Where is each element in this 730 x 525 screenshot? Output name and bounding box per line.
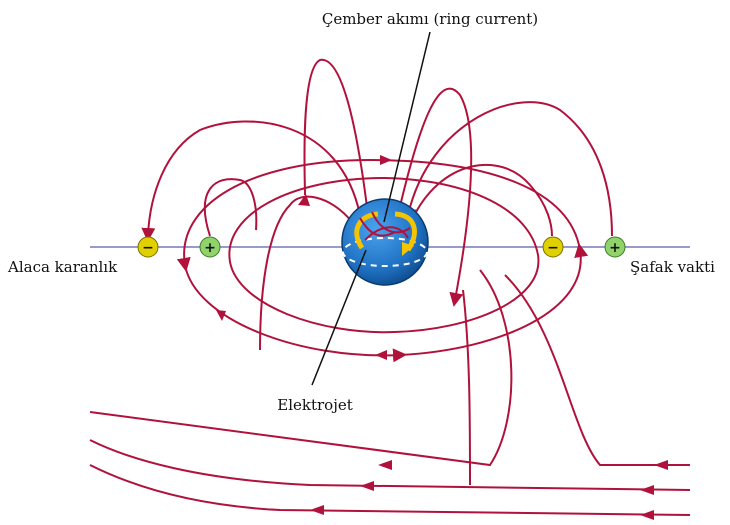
electrojet-label: Elektrojet bbox=[277, 396, 353, 414]
field-line-top-left bbox=[303, 58, 369, 216]
dawn-negative-charge bbox=[542, 236, 564, 258]
field-line-top-right bbox=[397, 87, 473, 307]
dusk-label: Alaca karanlık bbox=[7, 258, 118, 276]
ring-arrow-4 bbox=[216, 310, 226, 321]
ring-arrow-1 bbox=[380, 155, 392, 165]
field-lines bbox=[89, 58, 691, 516]
field-line-outer-right bbox=[402, 101, 613, 237]
ring-current-inner bbox=[228, 177, 540, 334]
tail-line-4 bbox=[89, 464, 691, 516]
dawn-positive-sign: + bbox=[609, 240, 621, 256]
dawn-positive-charge bbox=[604, 236, 626, 258]
dusk-negative-sign: − bbox=[142, 240, 154, 256]
earth-crossing-lines bbox=[359, 211, 411, 241]
charge-markers: − + − + bbox=[137, 236, 626, 258]
ring-arrow-3 bbox=[298, 194, 310, 206]
tail-arrow-3 bbox=[360, 481, 374, 491]
electrojet-pointer bbox=[311, 249, 367, 386]
field-line-left-plus bbox=[203, 178, 258, 237]
dawn-negative-sign: − bbox=[547, 240, 559, 256]
ring-current-pointer bbox=[383, 31, 431, 223]
dawn-label: Şafak vakti bbox=[630, 258, 715, 276]
current-arrowhead-right bbox=[402, 242, 414, 256]
tail-arrow-1 bbox=[378, 460, 392, 470]
tail-arrows bbox=[216, 155, 668, 520]
field-line-outer-left bbox=[141, 120, 361, 242]
tail-line-2 bbox=[504, 274, 690, 466]
tail-arrow-5 bbox=[310, 505, 324, 515]
tail-line-5 bbox=[462, 289, 471, 486]
field-line-inner-right bbox=[411, 163, 553, 237]
tail-line-3 bbox=[89, 439, 691, 491]
ring-arrow-2 bbox=[375, 350, 387, 360]
tail-arrow-2 bbox=[654, 460, 668, 470]
dusk-negative-charge bbox=[137, 236, 159, 258]
ring-current-outer bbox=[176, 159, 589, 363]
ring-current-label: Çember akımı (ring current) bbox=[322, 10, 538, 28]
dusk-positive-sign: + bbox=[204, 240, 216, 256]
tail-line-1 bbox=[89, 269, 513, 467]
dusk-positive-charge bbox=[199, 236, 221, 258]
tail-arrow-4 bbox=[640, 485, 654, 495]
tail-arrow-6 bbox=[640, 510, 654, 520]
earth bbox=[341, 198, 429, 286]
field-line-inner-left bbox=[259, 195, 353, 351]
earth-equator-dashed bbox=[342, 237, 428, 267]
